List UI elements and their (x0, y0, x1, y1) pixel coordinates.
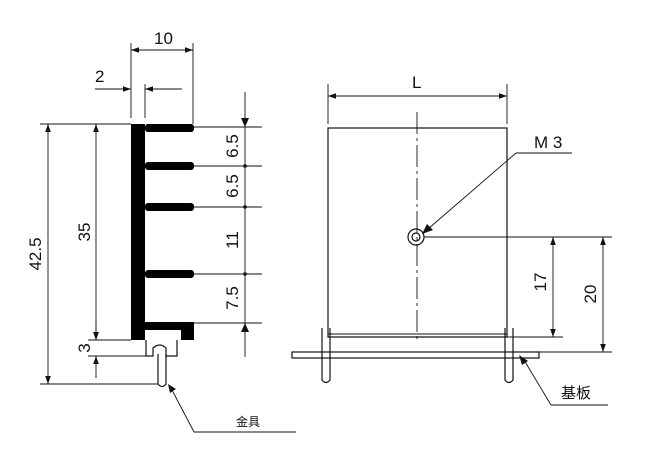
dim-fin-3: 11 (223, 231, 242, 249)
front-view: L M 3 17 20 基板 (291, 73, 612, 406)
bracket-pin (157, 354, 167, 388)
screw-hole-inner (411, 232, 421, 242)
dim-foot-height: 3 (75, 343, 94, 352)
dim-body-height: 35 (75, 223, 94, 242)
dim-hole-17: 17 (531, 273, 550, 292)
dim-fin-2: 6.5 (223, 174, 242, 198)
dim-top-width: 10 (154, 29, 173, 48)
label-screw: M 3 (534, 133, 562, 152)
dim-base-thickness: 2 (95, 67, 104, 86)
dim-fin-4: 7.5 (223, 286, 242, 310)
right-pin (504, 328, 514, 384)
side-view: 10 2 6.5 6.5 11 7.5 42.5 35 (26, 29, 296, 433)
dim-total-height: 42.5 (26, 237, 45, 270)
screw-hole-outer (407, 228, 425, 246)
base-board (291, 351, 540, 359)
fin-2 (145, 162, 194, 170)
dim-fin-1: 6.5 (223, 134, 242, 158)
dim-hole-20: 20 (581, 285, 600, 304)
label-board: 基板 (561, 384, 591, 402)
heatsink-base-plate (131, 124, 145, 340)
dim-length: L (412, 73, 421, 92)
heatsink-front-body (327, 127, 508, 338)
fin-3 (145, 203, 194, 211)
fin-1 (145, 124, 194, 132)
label-bracket: 金具 (236, 414, 260, 429)
bottom-channel (145, 322, 194, 340)
mounting-bracket (145, 340, 178, 357)
fin-4 (145, 270, 194, 278)
left-pin (321, 328, 331, 384)
